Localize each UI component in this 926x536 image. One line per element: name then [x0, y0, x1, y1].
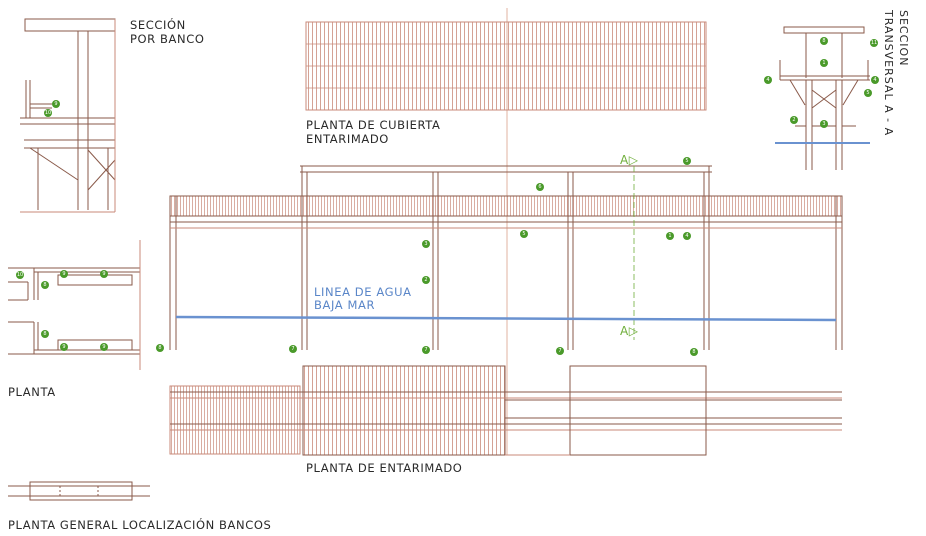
decking-plan-title: PLANTA DE ENTARIMADO — [306, 461, 463, 475]
marker-5: 5 — [864, 89, 872, 97]
bench-section-title-line1: SECCIÓN — [130, 18, 186, 32]
marker-10: 10 — [16, 271, 24, 279]
marker-8: 8 — [820, 37, 828, 45]
roof-plan-title-line2: ENTARIMADO — [306, 132, 389, 146]
marker-2: 2 — [790, 116, 798, 124]
marker-9: 9 — [100, 343, 108, 351]
marker-8: 8 — [156, 344, 164, 352]
bench-section — [20, 18, 116, 213]
marker-4: 4 — [764, 76, 772, 84]
marker-7: 7 — [289, 345, 297, 353]
marker-11: 11 — [870, 39, 878, 47]
section-mark-bottom: A▷ — [620, 324, 639, 338]
marker-9: 9 — [60, 343, 68, 351]
marker-9: 9 — [100, 270, 108, 278]
water-line — [175, 315, 837, 322]
marker-1: 1 — [666, 232, 674, 240]
cross-section — [779, 26, 870, 170]
marker-9: 9 — [60, 270, 68, 278]
marker-8: 8 — [41, 330, 49, 338]
marker-4: 4 — [871, 76, 879, 84]
marker-6: 6 — [536, 183, 544, 191]
general-plan-title: PLANTA GENERAL LOCALIZACIÓN BANCOS — [8, 518, 272, 532]
marker-10: 10 — [44, 109, 52, 117]
cross-section-title-line2: TRANSVERSAL A - A — [882, 10, 895, 137]
general-plan — [8, 481, 150, 501]
marker-5: 5 — [520, 230, 528, 238]
bench-section-title-line2: POR BANCO — [130, 32, 205, 46]
marker-2: 2 — [422, 276, 430, 284]
water-line-label-line1: LINEA DE AGUA — [314, 285, 412, 299]
marker-3: 3 — [422, 240, 430, 248]
roof-plan — [305, 21, 707, 111]
bench-plan — [8, 240, 141, 370]
bench-plan-title: PLANTA — [8, 385, 56, 399]
water-line-label-line2: BAJA MAR — [314, 298, 376, 312]
elevation-frame — [169, 165, 843, 350]
marker-9: 9 — [52, 100, 60, 108]
elevation-railing — [169, 195, 843, 229]
cross-section-title-line1: SECCION — [897, 10, 910, 67]
marker-7: 7 — [422, 346, 430, 354]
decking-plan — [169, 365, 842, 456]
roof-plan-title-line1: PLANTA DE CUBIERTA — [306, 118, 441, 132]
marker-4: 4 — [683, 232, 691, 240]
marker-8: 8 — [690, 348, 698, 356]
marker-8: 8 — [41, 281, 49, 289]
marker-5: 5 — [683, 157, 691, 165]
marker-7: 7 — [556, 347, 564, 355]
section-mark-top: A▷ — [620, 153, 639, 167]
marker-1: 1 — [820, 59, 828, 67]
marker-3: 3 — [820, 120, 828, 128]
